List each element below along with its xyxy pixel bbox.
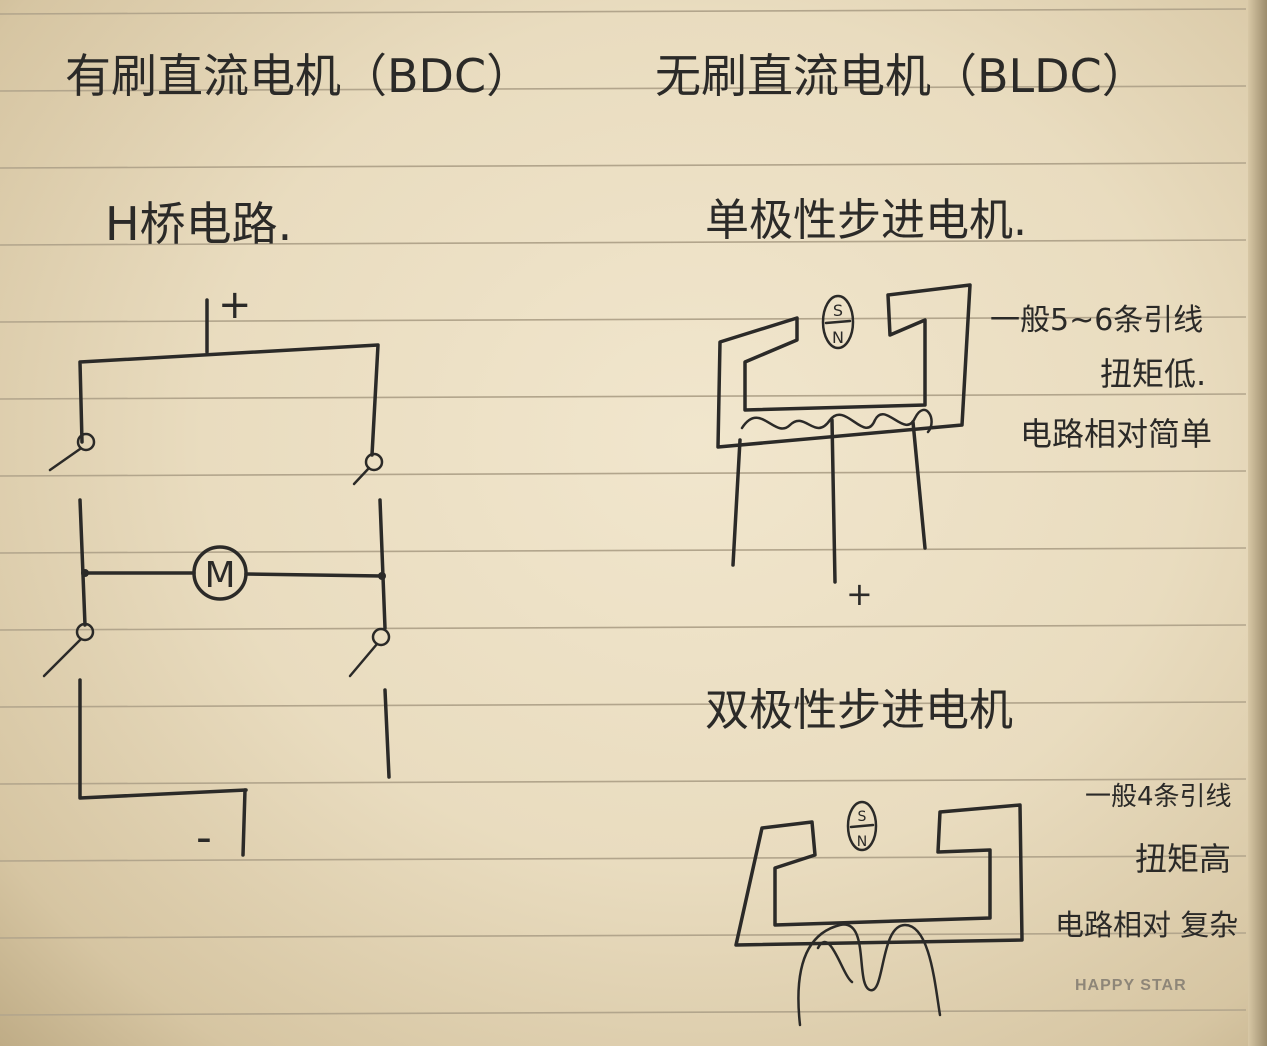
title-brushed-dc-motor: 有刷直流电机（BDC） xyxy=(65,49,532,103)
bipolar-rotor-divider xyxy=(849,823,875,829)
bipolar-note-circuit: 电路相对 复杂 xyxy=(1055,908,1238,942)
heading-bipolar-stepper: 双极性步进电机 xyxy=(705,685,1013,736)
ruled-line xyxy=(0,393,1247,400)
ruled-line xyxy=(0,778,1247,785)
motor-label: M xyxy=(204,555,235,596)
motor-right-wire xyxy=(244,572,384,578)
ruled-line xyxy=(0,470,1247,477)
left-mid-wire xyxy=(78,498,87,627)
ruled-line xyxy=(0,547,1247,554)
bipolar-note-leads: 一般4条引线 xyxy=(1085,782,1232,812)
top-rail xyxy=(78,343,380,457)
left-junction-dot xyxy=(81,569,89,577)
heading-h-bridge: H桥电路. xyxy=(105,197,292,251)
unipolar-coil-winding xyxy=(740,408,933,434)
switch-top-right-lever xyxy=(352,466,371,486)
bipolar-stator-core xyxy=(734,803,1024,947)
unipolar-rotor-south: S xyxy=(833,301,843,320)
negative-lead xyxy=(241,788,247,857)
bipolar-rotor-north: N xyxy=(857,834,867,850)
bipolar-rotor xyxy=(846,800,878,852)
switch-bottom-right-contact xyxy=(371,627,391,647)
bipolar-rotor-south: S xyxy=(858,809,867,825)
unipolar-rotor-north: N xyxy=(832,328,844,347)
notebook-brand: HAPPY STAR xyxy=(1075,977,1187,994)
negative-terminal-label: - xyxy=(196,812,212,863)
bipolar-coil-winding xyxy=(797,923,942,1027)
ruled-line xyxy=(0,162,1247,169)
right-mid-wire xyxy=(378,498,387,630)
switch-bottom-left-contact xyxy=(75,622,95,642)
switch-top-left-contact xyxy=(76,432,96,452)
switch-top-right-contact xyxy=(364,452,384,472)
bipolar-coil-loop xyxy=(816,940,854,984)
positive-terminal-label: + xyxy=(218,282,252,328)
unipolar-lead-1 xyxy=(731,438,742,567)
page-edge xyxy=(1248,0,1267,1046)
switch-bottom-right-lever xyxy=(348,642,379,678)
bipolar-stepper-diagram: S N xyxy=(734,800,1024,1027)
right-junction-dot xyxy=(378,572,386,580)
unipolar-stepper-diagram: S N + xyxy=(716,283,972,613)
switch-top-left-lever xyxy=(48,447,82,472)
ruled-line xyxy=(0,701,1247,708)
bottom-rail-left xyxy=(78,678,248,800)
title-brushless-dc-motor: 无刷直流电机（BLDC） xyxy=(655,49,1148,103)
bipolar-note-torque: 扭矩高 xyxy=(1135,840,1231,878)
ruled-line xyxy=(0,239,1247,246)
h-bridge-diagram: + M - xyxy=(42,282,391,863)
bottom-rail-right xyxy=(383,688,391,779)
ruled-line xyxy=(0,8,1247,15)
unipolar-rotor xyxy=(821,294,855,350)
ruled-line xyxy=(0,624,1247,631)
ruled-line xyxy=(0,85,1247,92)
unipolar-stator-core xyxy=(716,283,972,449)
unipolar-common-plus-label: + xyxy=(846,575,873,613)
ruled-line xyxy=(0,855,1247,862)
unipolar-lead-common xyxy=(830,418,837,584)
unipolar-note-circuit: 电路相对简单 xyxy=(1020,415,1212,453)
unipolar-note-leads: 一般5~6条引线 xyxy=(990,303,1203,338)
ruled-lines xyxy=(0,8,1247,1016)
unipolar-rotor-divider xyxy=(824,319,852,325)
switch-bottom-left-lever xyxy=(42,637,83,678)
unipolar-lead-2 xyxy=(911,420,927,550)
unipolar-note-torque: 扭矩低. xyxy=(1100,355,1206,393)
ruled-line xyxy=(0,932,1247,939)
heading-unipolar-stepper: 单极性步进电机. xyxy=(705,195,1027,246)
ruled-line xyxy=(0,1009,1247,1016)
